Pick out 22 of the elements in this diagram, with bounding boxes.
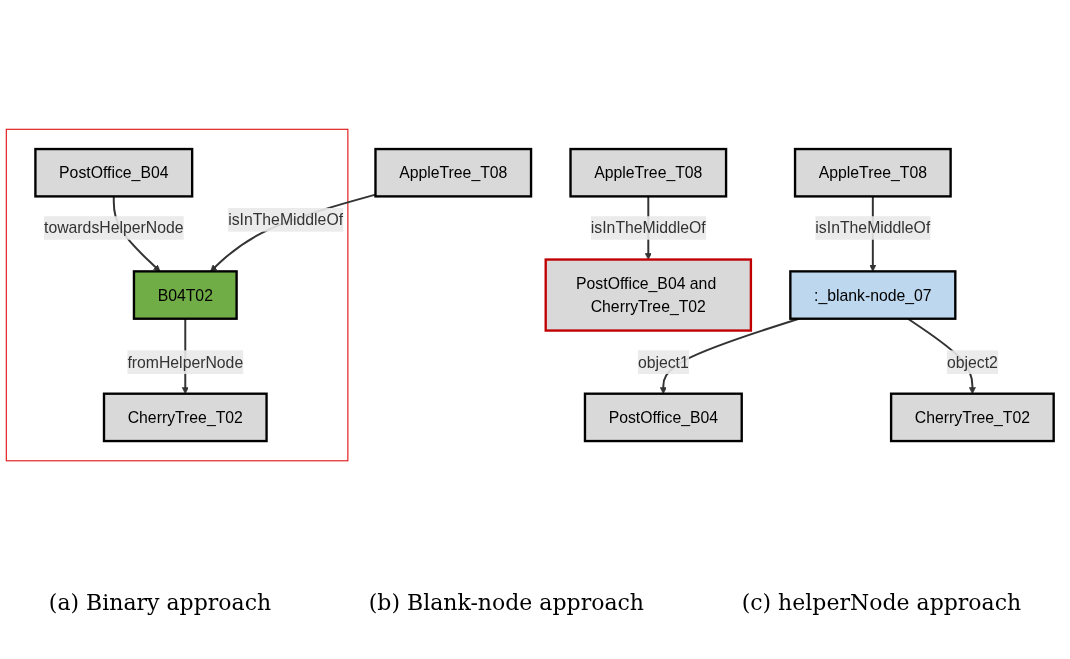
node-box: AppleTree_T08 xyxy=(374,147,533,198)
node-box: B04T02 xyxy=(132,270,238,320)
node-box: PostOffice_B04 xyxy=(583,392,743,443)
arrow xyxy=(210,193,377,272)
edge-label: towardsHelperNode xyxy=(44,219,184,237)
node-box: AppleTree_T08 xyxy=(569,147,728,198)
node-box: AppleTree_T08 xyxy=(793,147,952,198)
edge-label: fromHelperNode xyxy=(127,353,244,371)
cluster xyxy=(5,128,349,462)
edge-label: isInTheMiddleOf xyxy=(590,219,706,237)
node-box: CherryTree_T02 xyxy=(102,392,268,443)
figure-caption: (b) Blank-node approach xyxy=(368,590,645,615)
figure-caption: (c) helperNode approach xyxy=(741,590,1022,615)
edge-label: isInTheMiddleOf xyxy=(815,219,931,237)
figure-caption: (a) Binary approach xyxy=(48,590,272,615)
node-box: :_blank-node_07 xyxy=(789,270,957,320)
node-box: PostOffice_B04 and CherryTree_T02 xyxy=(544,258,753,332)
edge-label: object2 xyxy=(946,353,998,371)
edge-label: object1 xyxy=(637,353,689,371)
node-box: CherryTree_T02 xyxy=(889,392,1055,443)
node-box: PostOffice_B04 xyxy=(34,147,194,198)
edge-label: isInTheMiddleOf xyxy=(228,211,344,229)
